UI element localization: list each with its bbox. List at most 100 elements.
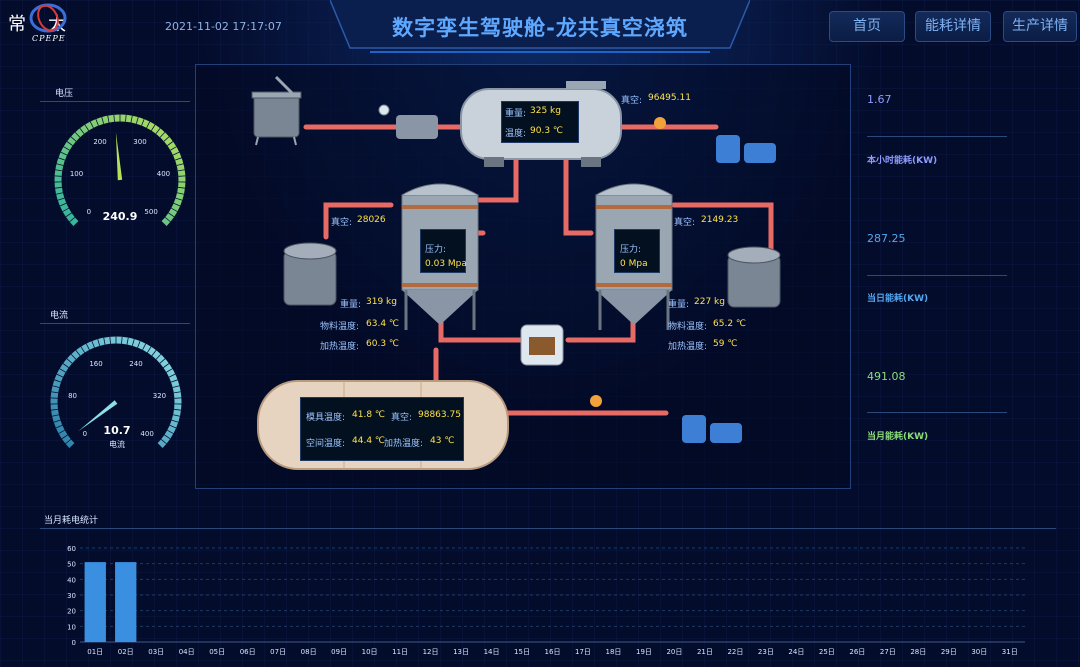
hour-energy-label: 本小时能耗(KW) xyxy=(867,156,938,166)
x-tick-label: 20日 xyxy=(666,648,682,656)
voltage-value: 240.9 xyxy=(102,210,138,223)
x-tick-label: 21日 xyxy=(697,648,713,656)
x-tick-label: 29日 xyxy=(941,648,957,656)
right-reactor-weight-value: 227 kg xyxy=(694,297,725,307)
right-reactor-heat-temp-label: 加热温度: xyxy=(668,342,708,352)
gauge-tick-label: 0 xyxy=(83,430,87,438)
top-tank-weight-value: 325 kg xyxy=(530,106,561,116)
gauge-tick-label: 160 xyxy=(89,360,102,368)
mixer-center xyxy=(520,324,564,366)
chart-bar xyxy=(115,562,137,642)
drum-right xyxy=(727,246,781,308)
divider xyxy=(867,136,1007,137)
y-tick-label: 0 xyxy=(72,639,76,647)
vacuum-pump xyxy=(378,104,438,139)
casting-heat-temp-value: 43 ℃ xyxy=(430,436,455,446)
nav-production-button[interactable]: 生产详情 xyxy=(1003,11,1077,42)
left-reactor-material-temp-label: 物料温度: xyxy=(320,322,360,332)
process-diagram: 重量: 325 kg 温度: 90.3 ℃ 真空: 96495.11 真空: 2… xyxy=(195,64,851,489)
gauge-tick-label: 500 xyxy=(144,208,157,216)
left-reactor-vacuum-value: 28026 xyxy=(357,215,386,225)
top-tank-weight-label: 重量: xyxy=(505,109,527,119)
y-tick-label: 20 xyxy=(67,608,76,616)
x-tick-label: 05日 xyxy=(209,648,225,656)
x-tick-label: 10日 xyxy=(362,648,378,656)
left-reactor-material-temp-value: 63.4 ℃ xyxy=(366,319,400,329)
right-reactor-pressure-value: 0 Mpa xyxy=(620,259,648,269)
x-tick-label: 22日 xyxy=(727,648,743,656)
motor-pump xyxy=(654,117,776,163)
x-tick-label: 17日 xyxy=(575,648,591,656)
x-tick-label: 04日 xyxy=(179,648,195,656)
mold-temp-value: 41.8 ℃ xyxy=(352,410,386,420)
x-tick-label: 26日 xyxy=(849,648,865,656)
y-tick-label: 40 xyxy=(67,576,76,584)
right-reactor-vacuum-label: 真空: xyxy=(674,218,696,228)
x-tick-label: 31日 xyxy=(1002,648,1018,656)
nav-energy-button[interactable]: 能耗详情 xyxy=(915,11,991,42)
logo-subtitle: CPEPE xyxy=(32,34,66,43)
top-tank-screen xyxy=(501,101,579,143)
top-tank-temp-label: 温度: xyxy=(505,129,527,139)
mixer-vessel xyxy=(251,75,302,146)
page-title: 数字孪生驾驶舱-龙共真空浇筑 xyxy=(392,16,688,40)
divider xyxy=(867,412,1007,413)
x-tick-label: 18日 xyxy=(606,648,622,656)
gauge-tick-label: 320 xyxy=(153,392,166,400)
x-tick-label: 08日 xyxy=(301,648,317,656)
right-reactor-pressure-label: 压力: xyxy=(620,245,642,255)
x-tick-label: 28日 xyxy=(910,648,926,656)
chart-title: 当月耗电统计 xyxy=(44,516,99,526)
left-reactor-vacuum-label: 真空: xyxy=(331,218,353,228)
casting-heat-temp-label: 加热温度: xyxy=(384,439,424,449)
x-tick-label: 02日 xyxy=(118,648,134,656)
casting-vacuum-label: 真空: xyxy=(391,413,413,423)
logo-icon xyxy=(29,3,67,33)
voltage-label: 电压 xyxy=(55,89,74,99)
month-energy-label: 当月能耗(KW) xyxy=(867,432,929,442)
gauge-tick-label: 0 xyxy=(87,208,91,216)
gauge-needle xyxy=(78,400,118,432)
right-reactor-screen xyxy=(614,229,660,273)
current-unit: 电流 xyxy=(109,440,125,449)
gauge-tick-label: 400 xyxy=(157,170,170,178)
left-reactor-weight-value: 319 kg xyxy=(366,297,397,307)
chart-bar xyxy=(84,562,106,642)
x-tick-label: 14日 xyxy=(484,648,500,656)
x-tick-label: 27日 xyxy=(880,648,896,656)
x-tick-label: 07日 xyxy=(270,648,286,656)
x-tick-label: 19日 xyxy=(636,648,652,656)
top-tank-vacuum-value: 96495.11 xyxy=(648,93,691,103)
right-reactor-vacuum-value: 2149.23 xyxy=(701,215,739,225)
divider xyxy=(40,101,190,102)
gauge-tick-label: 100 xyxy=(70,170,83,178)
left-reactor-heat-temp-label: 加热温度: xyxy=(320,342,360,352)
y-tick-label: 30 xyxy=(67,592,76,600)
x-tick-label: 12日 xyxy=(423,648,439,656)
nav-home-button[interactable]: 首页 xyxy=(829,11,905,42)
gauge-tick-label: 80 xyxy=(68,392,77,400)
left-reactor-screen xyxy=(420,229,466,273)
title-frame xyxy=(330,0,750,53)
y-tick-label: 50 xyxy=(67,561,76,569)
x-tick-label: 16日 xyxy=(545,648,561,656)
x-tick-label: 01日 xyxy=(87,648,103,656)
x-tick-label: 25日 xyxy=(819,648,835,656)
current-label: 电流 xyxy=(50,311,69,321)
gauge-needle xyxy=(115,132,123,181)
top-tank-vacuum-label: 真空: xyxy=(621,96,643,106)
datetime: 2021-11-02 17:17:07 xyxy=(165,20,282,33)
mold-temp-label: 模具温度: xyxy=(306,413,346,423)
casting-tank-screen xyxy=(300,397,464,461)
right-reactor-weight-label: 重量: xyxy=(668,300,690,310)
day-energy-label: 当日能耗(KW) xyxy=(867,294,929,304)
x-tick-label: 11日 xyxy=(392,648,408,656)
top-tank-temp-value: 90.3 ℃ xyxy=(530,126,564,136)
drum-left xyxy=(283,242,337,306)
space-temp-label: 空间温度: xyxy=(306,439,346,449)
left-reactor-heat-temp-value: 60.3 ℃ xyxy=(366,339,400,349)
day-energy-value: 287.25 xyxy=(867,232,906,245)
